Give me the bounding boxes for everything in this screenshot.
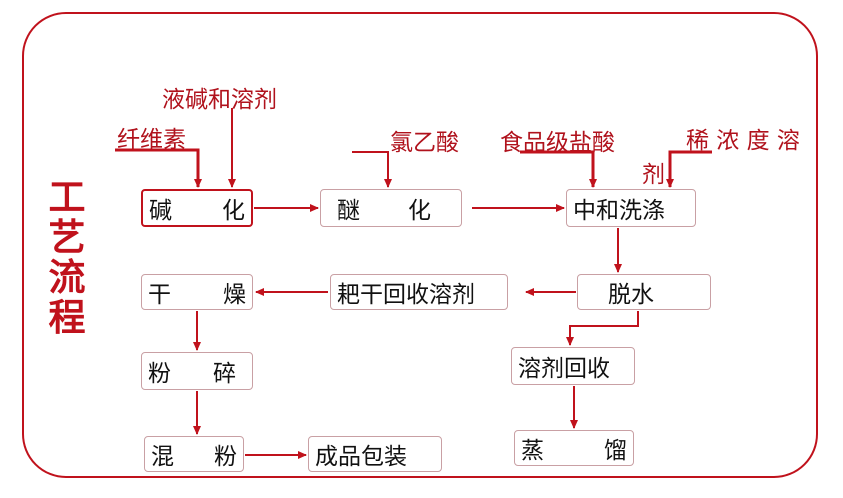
side-title-char: 程: [48, 296, 86, 339]
input-dilute-solvent-cont: 剂: [642, 162, 665, 188]
step-text: 溶剂回收: [518, 356, 610, 382]
input-lye-solvent: 液碱和溶剂: [162, 87, 277, 113]
step-rake-dry-recover-solvent: 耙干回收溶剂: [330, 274, 508, 310]
step-text: 燥: [223, 282, 246, 308]
input-chloroacetic-acid: 氯乙酸: [390, 130, 459, 156]
arrow-dilute-to-wash: [666, 150, 712, 188]
step-text: 粉: [214, 444, 237, 470]
arrow-chloroacetic-to-etherification: [352, 151, 392, 188]
step-text: 中和洗涤: [573, 198, 665, 224]
side-title-char: 工: [48, 176, 86, 219]
arrow-dehydration-to-recovery: [566, 311, 639, 346]
step-packaging: 成品包装: [308, 436, 442, 472]
step-text: 脱水: [608, 282, 654, 308]
step-text: 蒸: [521, 438, 544, 464]
step-drying: 干 燥: [141, 274, 253, 310]
step-etherification: 醚 化: [320, 189, 462, 227]
step-text: 化: [222, 198, 245, 224]
step-mixing: 混 粉: [144, 436, 244, 472]
step-crushing: 粉 碎: [141, 352, 253, 390]
arrow-cellulose-to-alkalization: [115, 148, 202, 188]
step-text: 醚: [337, 198, 360, 224]
step-text: 碎: [213, 361, 236, 387]
step-neutralize-wash: 中和洗涤: [566, 189, 696, 227]
arrow-hcl-to-wash: [520, 150, 597, 188]
step-alkalization: 碱 化: [141, 189, 253, 227]
step-text: 耙干回收溶剂: [337, 282, 475, 308]
side-title: 工 艺 流 程: [44, 178, 90, 338]
input-dilute-solvent: 稀 浓 度 溶: [686, 128, 800, 154]
step-text: 粉: [148, 361, 171, 387]
step-dehydration: 脱水: [577, 274, 711, 310]
side-title-char: 流: [48, 256, 86, 299]
step-text: 干: [148, 282, 171, 308]
side-title-char: 艺: [48, 216, 86, 259]
step-text: 馏: [604, 438, 627, 464]
step-solvent-recovery: 溶剂回收: [511, 347, 635, 385]
outer-frame: [22, 12, 818, 478]
step-text: 成品包装: [315, 444, 407, 470]
step-text: 化: [408, 198, 431, 224]
step-distillation: 蒸 馏: [514, 430, 634, 466]
step-text: 碱: [149, 198, 172, 224]
step-text: 混: [151, 444, 174, 470]
